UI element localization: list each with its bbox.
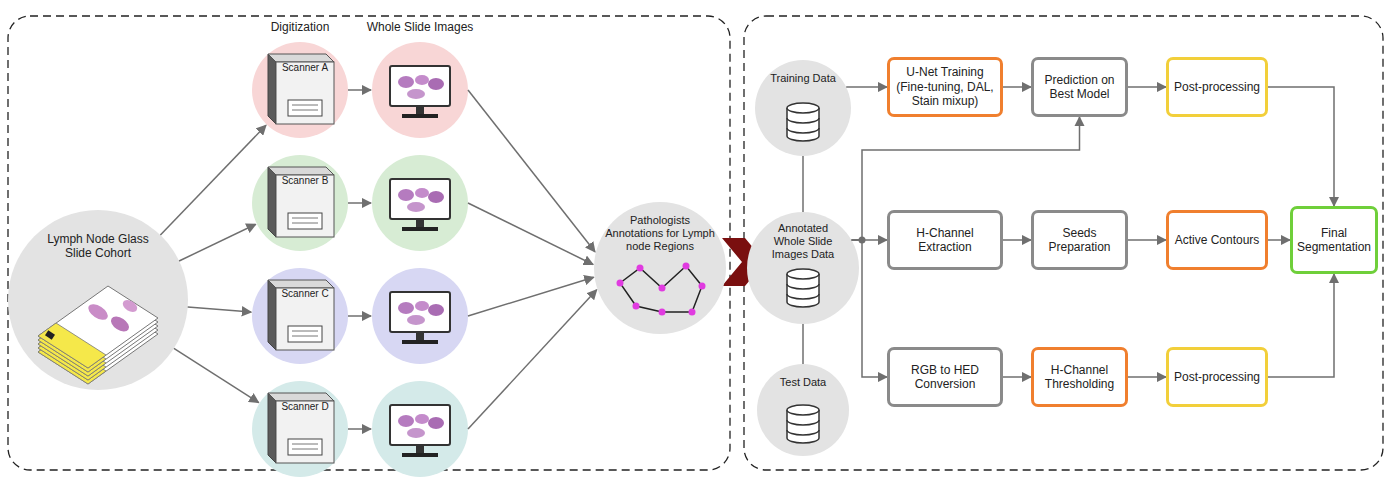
box-label: H-Channel Extraction — [893, 226, 997, 255]
dataset-circle: Test Data — [757, 364, 849, 456]
connector — [1268, 274, 1334, 377]
process-box: Active Contours — [1166, 210, 1268, 270]
connector — [852, 240, 888, 377]
connector — [1003, 87, 1031, 88]
connector-line — [468, 203, 593, 265]
connector-line — [1003, 376, 1031, 378]
process-box: H-Channel Extraction — [887, 210, 1003, 270]
connector-line — [1003, 239, 1031, 241]
process-box: Seeds Preparation — [1031, 210, 1128, 270]
circle-label: Scanner C — [277, 288, 333, 300]
box-label: U-Net Training (Fine-tuning, DAL, Stain … — [893, 65, 997, 108]
connector — [1003, 240, 1031, 241]
connector-line — [1128, 239, 1166, 241]
connector — [1128, 87, 1166, 88]
connector-line — [1128, 86, 1166, 88]
circle-label: Scanner A — [277, 62, 333, 74]
connector — [348, 90, 595, 252]
connector-line — [188, 307, 252, 312]
process-box: U-Net Training (Fine-tuning, DAL, Stain … — [887, 57, 1003, 117]
connector — [348, 277, 594, 316]
connector-line — [1003, 86, 1031, 88]
circle-label: Test Data — [773, 376, 833, 389]
connector-line — [1268, 239, 1290, 241]
connector-line — [348, 202, 371, 204]
connector — [174, 348, 259, 402]
circle-label: Annotated Whole Slide Images Data — [763, 222, 843, 262]
scanner-circle: Scanner D — [252, 381, 348, 477]
circle-label: Scanner B — [277, 175, 333, 187]
box-label: H-Channel Thresholding — [1037, 363, 1122, 392]
dataset-circle: Training Data — [755, 60, 851, 156]
connector — [1128, 240, 1166, 241]
cohort-circle: Lymph Node Glass Slide Cohort — [8, 210, 188, 390]
connector — [846, 87, 887, 88]
circle-label: Pathologists Annotations for Lymph node … — [604, 214, 716, 254]
result-box: Final Segmentation — [1290, 206, 1378, 274]
process-box: Post-processing — [1166, 347, 1268, 407]
box-label: Seeds Preparation — [1037, 226, 1122, 255]
connector-line — [160, 125, 266, 235]
connector-line — [468, 90, 595, 252]
connector — [1268, 240, 1290, 241]
connector-line — [348, 89, 371, 91]
connector — [348, 203, 593, 265]
connector-line — [1268, 274, 1334, 377]
connector-line — [179, 224, 256, 261]
column-heading: Digitization — [220, 20, 380, 34]
process-box: RGB to HED Conversion — [887, 347, 1003, 407]
circle-label: Training Data — [768, 72, 838, 85]
annotation-circle: Pathologists Annotations for Lymph node … — [594, 202, 726, 334]
circle-label: Lymph Node Glass Slide Cohort — [44, 232, 152, 261]
connector-line — [468, 290, 597, 429]
connector-line — [852, 240, 888, 377]
scanner-circle: Scanner B — [252, 155, 348, 251]
connector-line — [348, 315, 371, 317]
connector-line — [802, 156, 804, 212]
box-label: Prediction on Best Model — [1037, 73, 1122, 102]
connector-line — [174, 348, 259, 402]
connector — [160, 125, 266, 235]
connector — [1003, 377, 1031, 378]
box-label: Post-processing — [1174, 370, 1260, 384]
connector — [348, 290, 597, 429]
connector — [803, 156, 804, 212]
dataset-circle: Annotated Whole Slide Images Data — [747, 212, 859, 324]
connector-line — [468, 277, 594, 316]
connector — [179, 224, 256, 261]
circle-label: Scanner D — [277, 401, 333, 413]
process-box: H-Channel Thresholding — [1031, 347, 1128, 407]
process-box: Post-processing — [1166, 57, 1268, 117]
connector-line — [802, 324, 804, 364]
scanner-circle: Scanner A — [252, 42, 348, 138]
connector — [188, 307, 252, 312]
connector — [1268, 87, 1334, 206]
connector-line — [1128, 376, 1166, 378]
column-heading: Whole Slide Images — [340, 20, 500, 34]
box-label: Final Segmentation — [1296, 226, 1372, 255]
connector-line — [846, 86, 887, 88]
connector — [1128, 377, 1166, 378]
connector-line — [348, 428, 371, 430]
box-label: RGB to HED Conversion — [893, 363, 997, 392]
connector — [803, 324, 804, 364]
connector-line — [1268, 87, 1334, 206]
box-label: Post-processing — [1174, 80, 1260, 94]
process-box: Prediction on Best Model — [1031, 57, 1128, 117]
box-label: Active Contours — [1175, 233, 1260, 247]
scanner-circle: Scanner C — [252, 268, 348, 364]
